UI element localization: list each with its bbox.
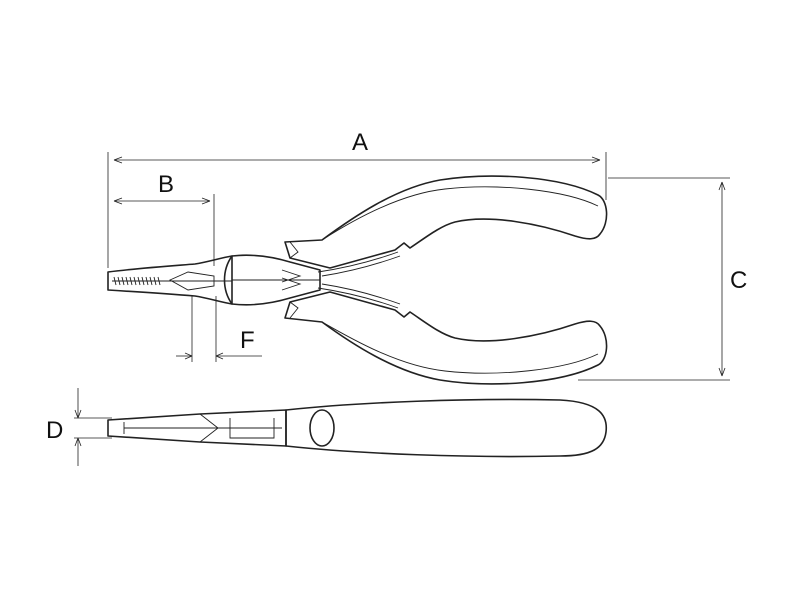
jaws <box>107 255 233 305</box>
side-handle <box>285 398 608 458</box>
lower-handle-collar <box>289 301 299 319</box>
dimension-label-a: A <box>352 129 368 156</box>
upper-handle-inner-edge <box>321 186 599 241</box>
upper-handle-collar <box>289 241 299 259</box>
dimension-label-f: F <box>240 327 255 354</box>
joint-head <box>223 254 321 306</box>
cutting-edge <box>168 271 215 291</box>
dimension-lines <box>74 152 730 466</box>
dimension-label-b: B <box>158 171 174 198</box>
jaw-serrations <box>113 276 161 286</box>
pliers-side-view <box>107 398 608 458</box>
joint-detail <box>281 269 302 291</box>
lower-handle <box>284 291 608 385</box>
lower-handle-inner-edge <box>321 321 599 374</box>
pliers-top-view <box>107 175 608 385</box>
upper-handle <box>284 175 608 269</box>
dimension-label-d: D <box>46 417 63 444</box>
return-spring <box>317 251 401 309</box>
side-rivet <box>309 409 335 447</box>
dimension-label-c: C <box>730 267 747 294</box>
